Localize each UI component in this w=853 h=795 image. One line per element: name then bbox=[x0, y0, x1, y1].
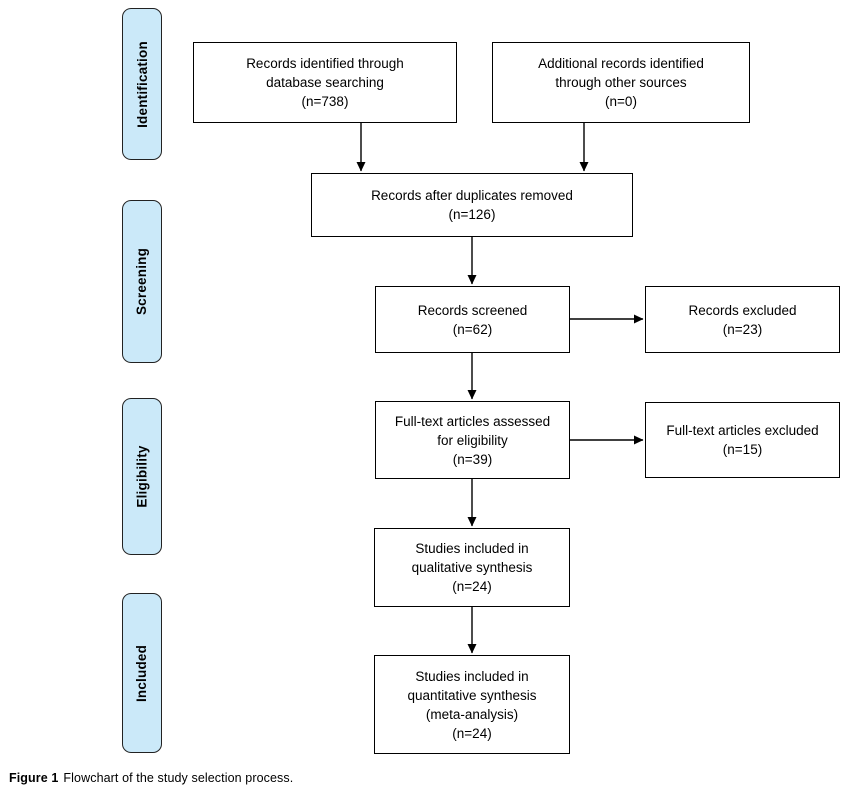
box-label: Full-text articles assessed for eligibil… bbox=[394, 413, 551, 448]
box-label: Records excluded bbox=[688, 302, 797, 318]
stage-label-identification: Identification bbox=[122, 8, 162, 160]
box-quantitative-synthesis: Studies included in quantitative synthes… bbox=[374, 655, 570, 754]
box-count: (n=24) bbox=[452, 725, 492, 741]
box-fulltext-assessed: Full-text articles assessed for eligibil… bbox=[375, 401, 570, 479]
stage-label-text: Eligibility bbox=[134, 445, 150, 508]
stage-label-text: Screening bbox=[134, 247, 150, 316]
box-additional-records-other-sources: Additional records identified through ot… bbox=[492, 42, 750, 123]
box-label: Additional records identified through ot… bbox=[538, 56, 704, 90]
box-count: (n=24) bbox=[452, 579, 492, 594]
box-label: Studies included in quantitative synthes… bbox=[407, 668, 537, 722]
box-fulltext-excluded: Full-text articles excluded (n=15) bbox=[645, 402, 840, 478]
stage-label-text: Identification bbox=[134, 40, 150, 128]
box-records-after-duplicates-removed: Records after duplicates removed (n=126) bbox=[311, 173, 633, 237]
box-count: (n=62) bbox=[452, 321, 493, 337]
box-count: (n=15) bbox=[722, 442, 763, 457]
stage-label-text: Included bbox=[134, 644, 150, 702]
box-label: Records identified through database sear… bbox=[246, 56, 404, 90]
box-records-screened: Records screened (n=62) bbox=[375, 286, 570, 353]
stage-label-included: Included bbox=[122, 593, 162, 753]
box-count: (n=23) bbox=[722, 321, 763, 337]
box-records-excluded: Records excluded (n=23) bbox=[645, 286, 840, 353]
box-qualitative-synthesis: Studies included in qualitative synthesi… bbox=[374, 528, 570, 607]
box-label: Studies included in qualitative synthesi… bbox=[411, 541, 533, 575]
stage-label-screening: Screening bbox=[122, 200, 162, 363]
stage-label-eligibility: Eligibility bbox=[122, 398, 162, 555]
box-count: (n=0) bbox=[605, 94, 637, 109]
box-count: (n=126) bbox=[448, 207, 496, 222]
figure-caption: Figure 1 Flowchart of the study selection… bbox=[9, 771, 293, 785]
box-label: Records screened bbox=[417, 302, 528, 318]
box-label: Full-text articles excluded bbox=[666, 423, 819, 438]
figure-caption-label: Figure 1 bbox=[9, 771, 59, 785]
box-label: Records after duplicates removed bbox=[371, 188, 573, 203]
figure-caption-text: Flowchart of the study selection process… bbox=[63, 771, 294, 785]
box-records-identified-database: Records identified through database sear… bbox=[193, 42, 457, 123]
box-count: (n=39) bbox=[452, 451, 493, 467]
box-count: (n=738) bbox=[301, 94, 349, 109]
